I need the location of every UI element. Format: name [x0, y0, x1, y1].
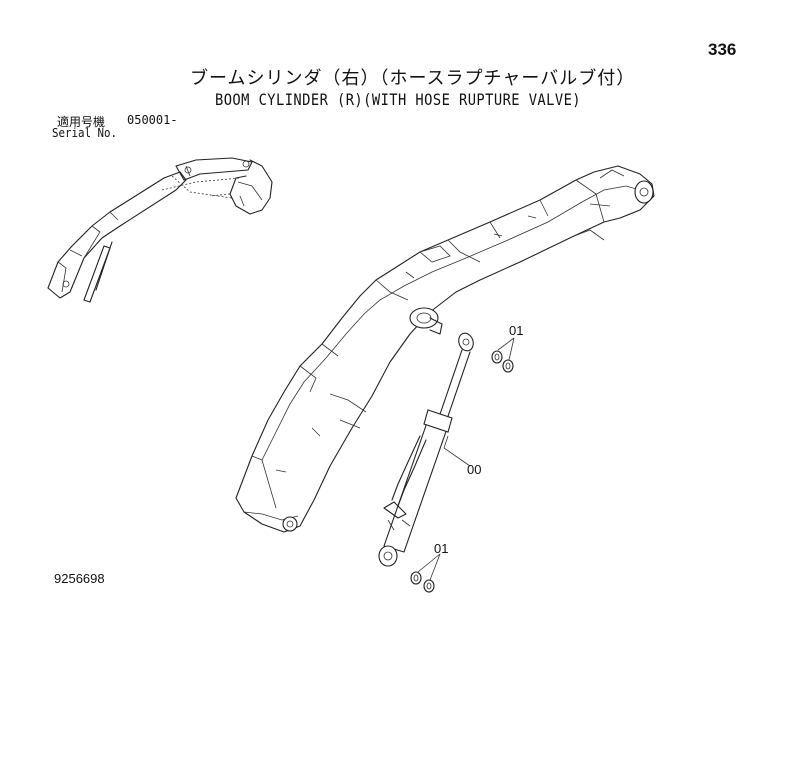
- callout-washer-upper: 01: [509, 323, 524, 338]
- overview-excavator-arm-illustration: [47, 157, 273, 303]
- callout-washer-lower: 01: [434, 541, 449, 556]
- serial-number-value: 050001-: [127, 113, 178, 127]
- boom-cylinder-illustration: [378, 332, 474, 567]
- page-title-japanese: ブームシリンダ（右）（ホースラプチャーバルブ付）: [190, 68, 636, 89]
- lower-washers: [410, 571, 435, 593]
- callout-boom-cylinder: 00: [467, 462, 482, 477]
- serial-label-japanese: 適用号機: [57, 115, 106, 129]
- upper-washers: [491, 350, 514, 373]
- serial-label-english: Serial No.: [52, 126, 118, 140]
- callout-leader-lines: [417, 337, 515, 581]
- page-title-english: BOOM CYLINDER (R)(WITH HOSE RUPTURE VALV…: [215, 90, 581, 109]
- page-number: 336: [708, 40, 737, 59]
- drawing-number: 9256698: [54, 571, 105, 586]
- boom-illustration: [235, 165, 655, 533]
